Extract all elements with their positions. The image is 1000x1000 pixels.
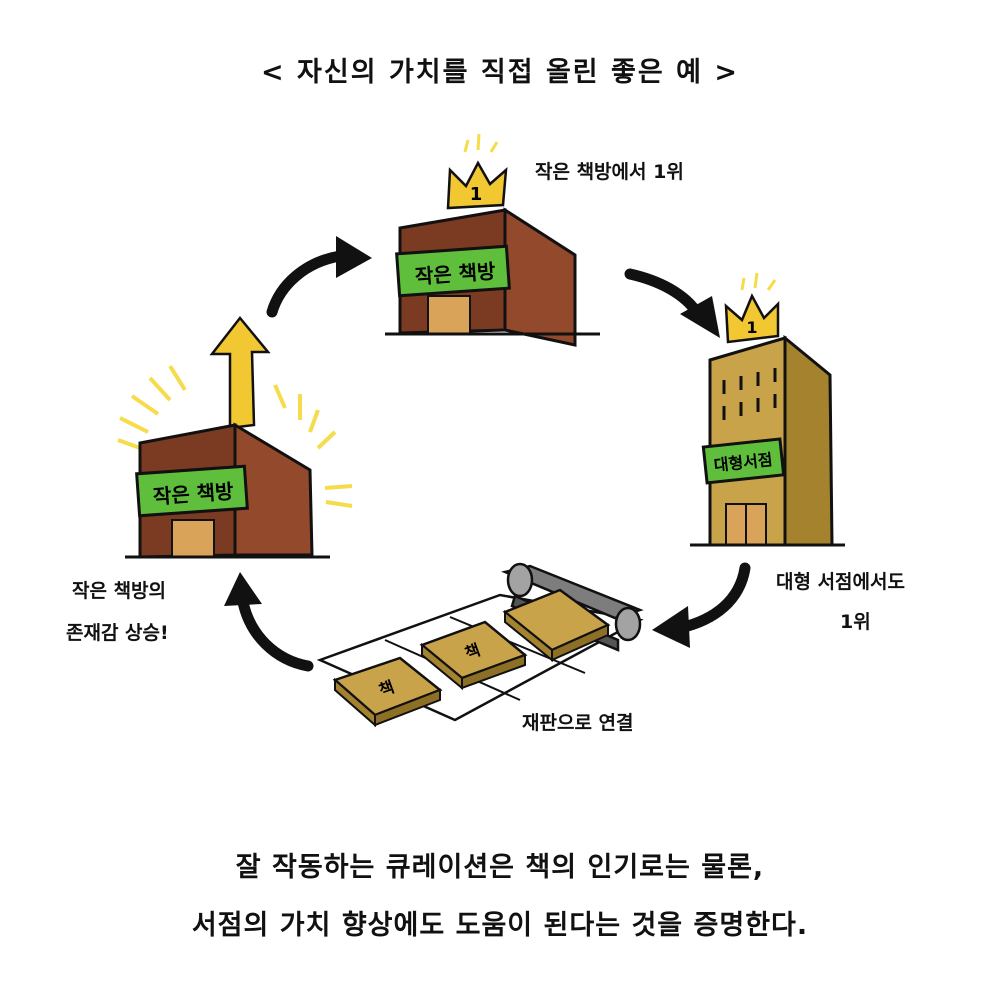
small-bookstore-top: 작은 책방 — [385, 207, 600, 347]
book-1: 책 — [332, 656, 443, 728]
caption-line-2: 서점의 가치 향상에도 도움이 된다는 것을 증명한다. — [191, 910, 809, 941]
large-bookstore: 대형서점 — [690, 334, 845, 547]
arrow-large-to-press — [652, 562, 751, 648]
store-door — [171, 519, 215, 558]
crown-icon-top: 1 — [446, 133, 508, 210]
svg-text:1: 1 — [746, 318, 757, 337]
label-small-presence-line2: 존재감 상승! — [66, 622, 169, 644]
book-title: 책 — [376, 677, 396, 700]
page-title: < 자신의 가치를 직접 올린 좋은 예 > — [261, 57, 739, 88]
crown-icon-large: 1 — [724, 272, 780, 344]
store-sign — [135, 464, 249, 518]
large-store-sign — [701, 437, 786, 485]
arrow-left-to-top — [266, 236, 372, 318]
caption-line-1: 잘 작동하는 큐레이션은 책의 인기로는 물론, — [235, 852, 765, 883]
up-arrow-icon — [209, 315, 271, 430]
book-title: 책 — [462, 640, 482, 663]
arrow-press-to-left — [224, 572, 314, 672]
arrow-top-to-large — [624, 268, 720, 338]
small-bookstore-left: 작은 책방 — [125, 422, 330, 559]
store-door — [427, 295, 471, 335]
book-2: 책 — [419, 620, 528, 691]
label-small-presence-line1: 작은 책방의 — [72, 580, 167, 602]
label-top-rank: 작은 책방에서 1위 — [535, 161, 684, 183]
crown-number: 1 — [470, 184, 483, 205]
store-sign — [395, 244, 511, 298]
label-reprint: 재판으로 연결 — [522, 712, 634, 734]
glow-rays — [117, 364, 353, 508]
tower-side — [783, 334, 834, 547]
label-large-rank-line1: 대형 서점에서도 — [776, 571, 905, 593]
store-sign-text: 작은 책방 — [152, 479, 235, 509]
store-sign-text: 작은 책방 — [414, 259, 497, 289]
label-large-rank-line2: 1위 — [840, 611, 871, 633]
book-3 — [502, 588, 611, 663]
